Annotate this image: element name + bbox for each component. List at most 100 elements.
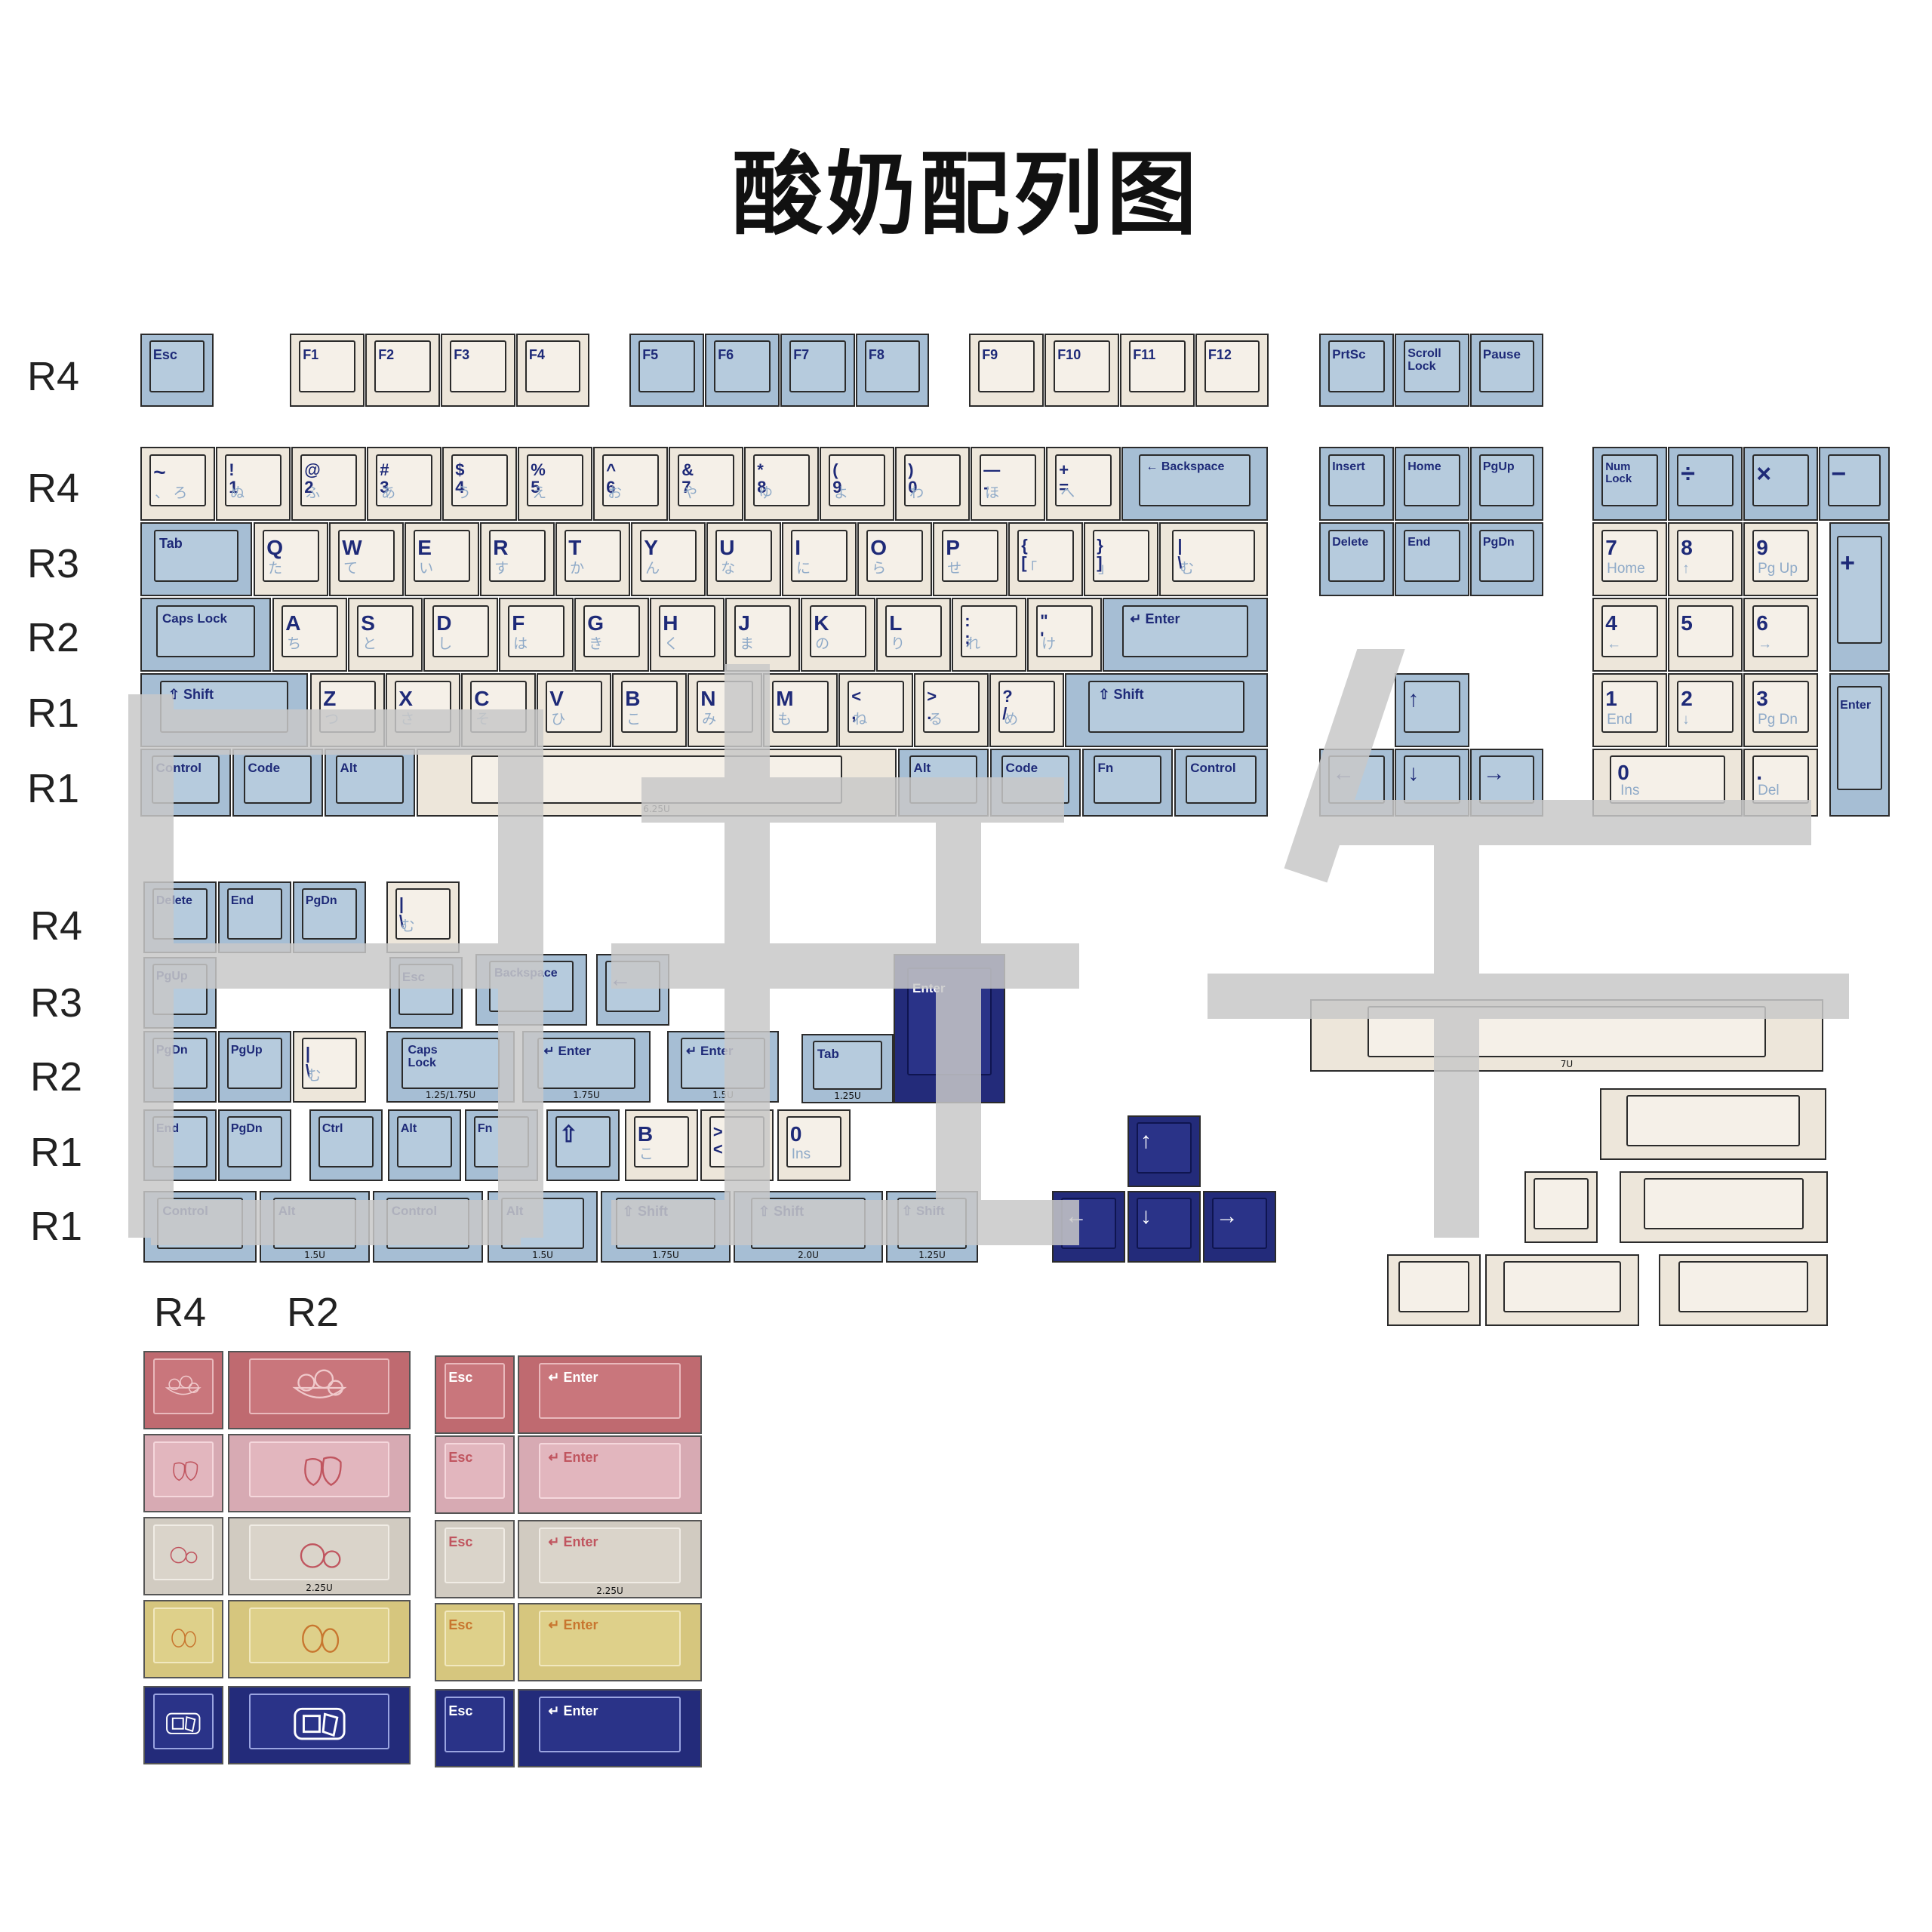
keycap-legend: ↵ Enter <box>548 1534 598 1549</box>
keycap <box>228 1351 411 1429</box>
row-label: R3 <box>30 980 83 1026</box>
row-label: R2 <box>27 615 80 660</box>
keycap <box>143 1351 223 1429</box>
keycap: End <box>1395 522 1469 596</box>
keycap: 4← <box>1592 598 1667 672</box>
keycap-top <box>714 340 771 393</box>
keycap-legend: Y <box>644 535 658 559</box>
keycap-legend: S <box>361 611 375 635</box>
keycap-sublegend: ら <box>872 561 887 577</box>
keycap-size-label: 2.25U <box>596 1586 623 1596</box>
keycap-sublegend: う <box>457 485 472 502</box>
keycap-legend: 0 <box>1617 761 1629 785</box>
keycap-top <box>678 454 734 507</box>
keycap-legend: Control <box>391 1204 438 1219</box>
keycap: ← <box>1319 749 1394 817</box>
keycap-sublegend: つ <box>325 712 340 728</box>
keycap-legend: " ' <box>1040 611 1048 648</box>
keycap-top <box>640 529 697 583</box>
keycap-legend: F2 <box>378 346 395 362</box>
keycap-legend: PgUp <box>1482 460 1515 473</box>
keycap-legend: : ; <box>964 611 971 648</box>
keycap-top <box>1138 454 1251 507</box>
keycap-top <box>249 1607 389 1663</box>
strawberry-icon <box>251 1444 388 1497</box>
keycap-top <box>546 680 602 734</box>
keycap-top <box>539 1697 681 1752</box>
keycap: F11 <box>1120 334 1195 407</box>
keycap-sublegend: め <box>1004 712 1019 728</box>
keycap-sublegend: ← <box>1607 636 1622 653</box>
keycap: F6 <box>705 334 780 407</box>
keycap-top <box>1677 454 1734 507</box>
keycap-legend: % 5 <box>531 460 546 497</box>
keycap-top <box>1054 340 1110 393</box>
keycap-legend: | \ <box>1177 535 1183 572</box>
keycap: Code <box>232 749 323 817</box>
keycap-legend: ← <box>608 967 632 992</box>
keycap <box>228 1434 411 1512</box>
keycap-legend: T <box>568 535 582 559</box>
keycap: Control <box>140 749 231 817</box>
keycap-legend: ↵ Enter <box>543 1044 591 1059</box>
keycap-top <box>508 605 565 658</box>
keycap-size-label: 2.0U <box>798 1250 819 1260</box>
keycap-size-label: 2.25U <box>306 1583 333 1593</box>
keycap-sublegend: End <box>1607 712 1632 728</box>
keycap-sublegend: わ <box>909 485 924 502</box>
keycap: + =へ <box>1046 447 1121 521</box>
keycap-legend: ( 9 <box>832 460 842 497</box>
keycap-size-label: 1.75U <box>573 1090 600 1100</box>
keycap-sublegend: こ <box>626 712 641 728</box>
row-label: R4 <box>30 903 83 949</box>
keycap: { [「 <box>1008 522 1083 596</box>
keycap <box>1620 1171 1828 1243</box>
keycap: Esc <box>435 1689 515 1767</box>
keycap-sublegend: ぬ <box>230 485 245 502</box>
mango-icon <box>154 1611 213 1663</box>
keycap-legend: > < <box>712 1122 723 1159</box>
keycap-top <box>1328 454 1385 507</box>
keycap: ⇧ Shift <box>140 673 308 747</box>
keycap-legend: End <box>230 894 254 908</box>
keycap-sublegend: 「 <box>1023 561 1038 577</box>
keycap: ÷ <box>1668 447 1743 521</box>
keycap-top <box>602 454 659 507</box>
keycap-sublegend: す <box>494 561 509 577</box>
keycap-size-label: 1.25U <box>834 1091 861 1101</box>
keycap-legend: Code <box>1005 761 1038 776</box>
keycap-legend: ⇧ Shift <box>901 1204 945 1219</box>
keycap-top <box>885 605 942 658</box>
keycap-size-label: 7U <box>1560 1059 1574 1069</box>
keycap-legend: I <box>795 535 801 559</box>
keycap-top <box>1404 454 1460 507</box>
keycap-legend: Alt <box>340 761 358 776</box>
keycap-top <box>249 1524 389 1580</box>
fruit-basket-icon <box>251 1361 388 1414</box>
keycap: Delete <box>1319 522 1394 596</box>
keycap-legend: L <box>889 611 903 635</box>
keycap: } ]」 <box>1084 522 1158 596</box>
keycap: Tab <box>140 522 252 596</box>
keycap-legend: — - <box>983 460 1001 497</box>
keycap <box>1485 1254 1639 1326</box>
keycap-legend: → <box>1482 761 1506 786</box>
keycap-top <box>281 605 338 658</box>
keycap-legend: ⇧ <box>558 1122 579 1148</box>
keycap-legend: PgDn <box>155 1044 188 1057</box>
keycap: ↵ Enter <box>518 1435 702 1514</box>
keycap: Control <box>1174 749 1268 817</box>
keycap-top <box>1601 529 1658 583</box>
keycap-top <box>155 605 256 658</box>
keycap-legend: Esc <box>448 1534 473 1549</box>
